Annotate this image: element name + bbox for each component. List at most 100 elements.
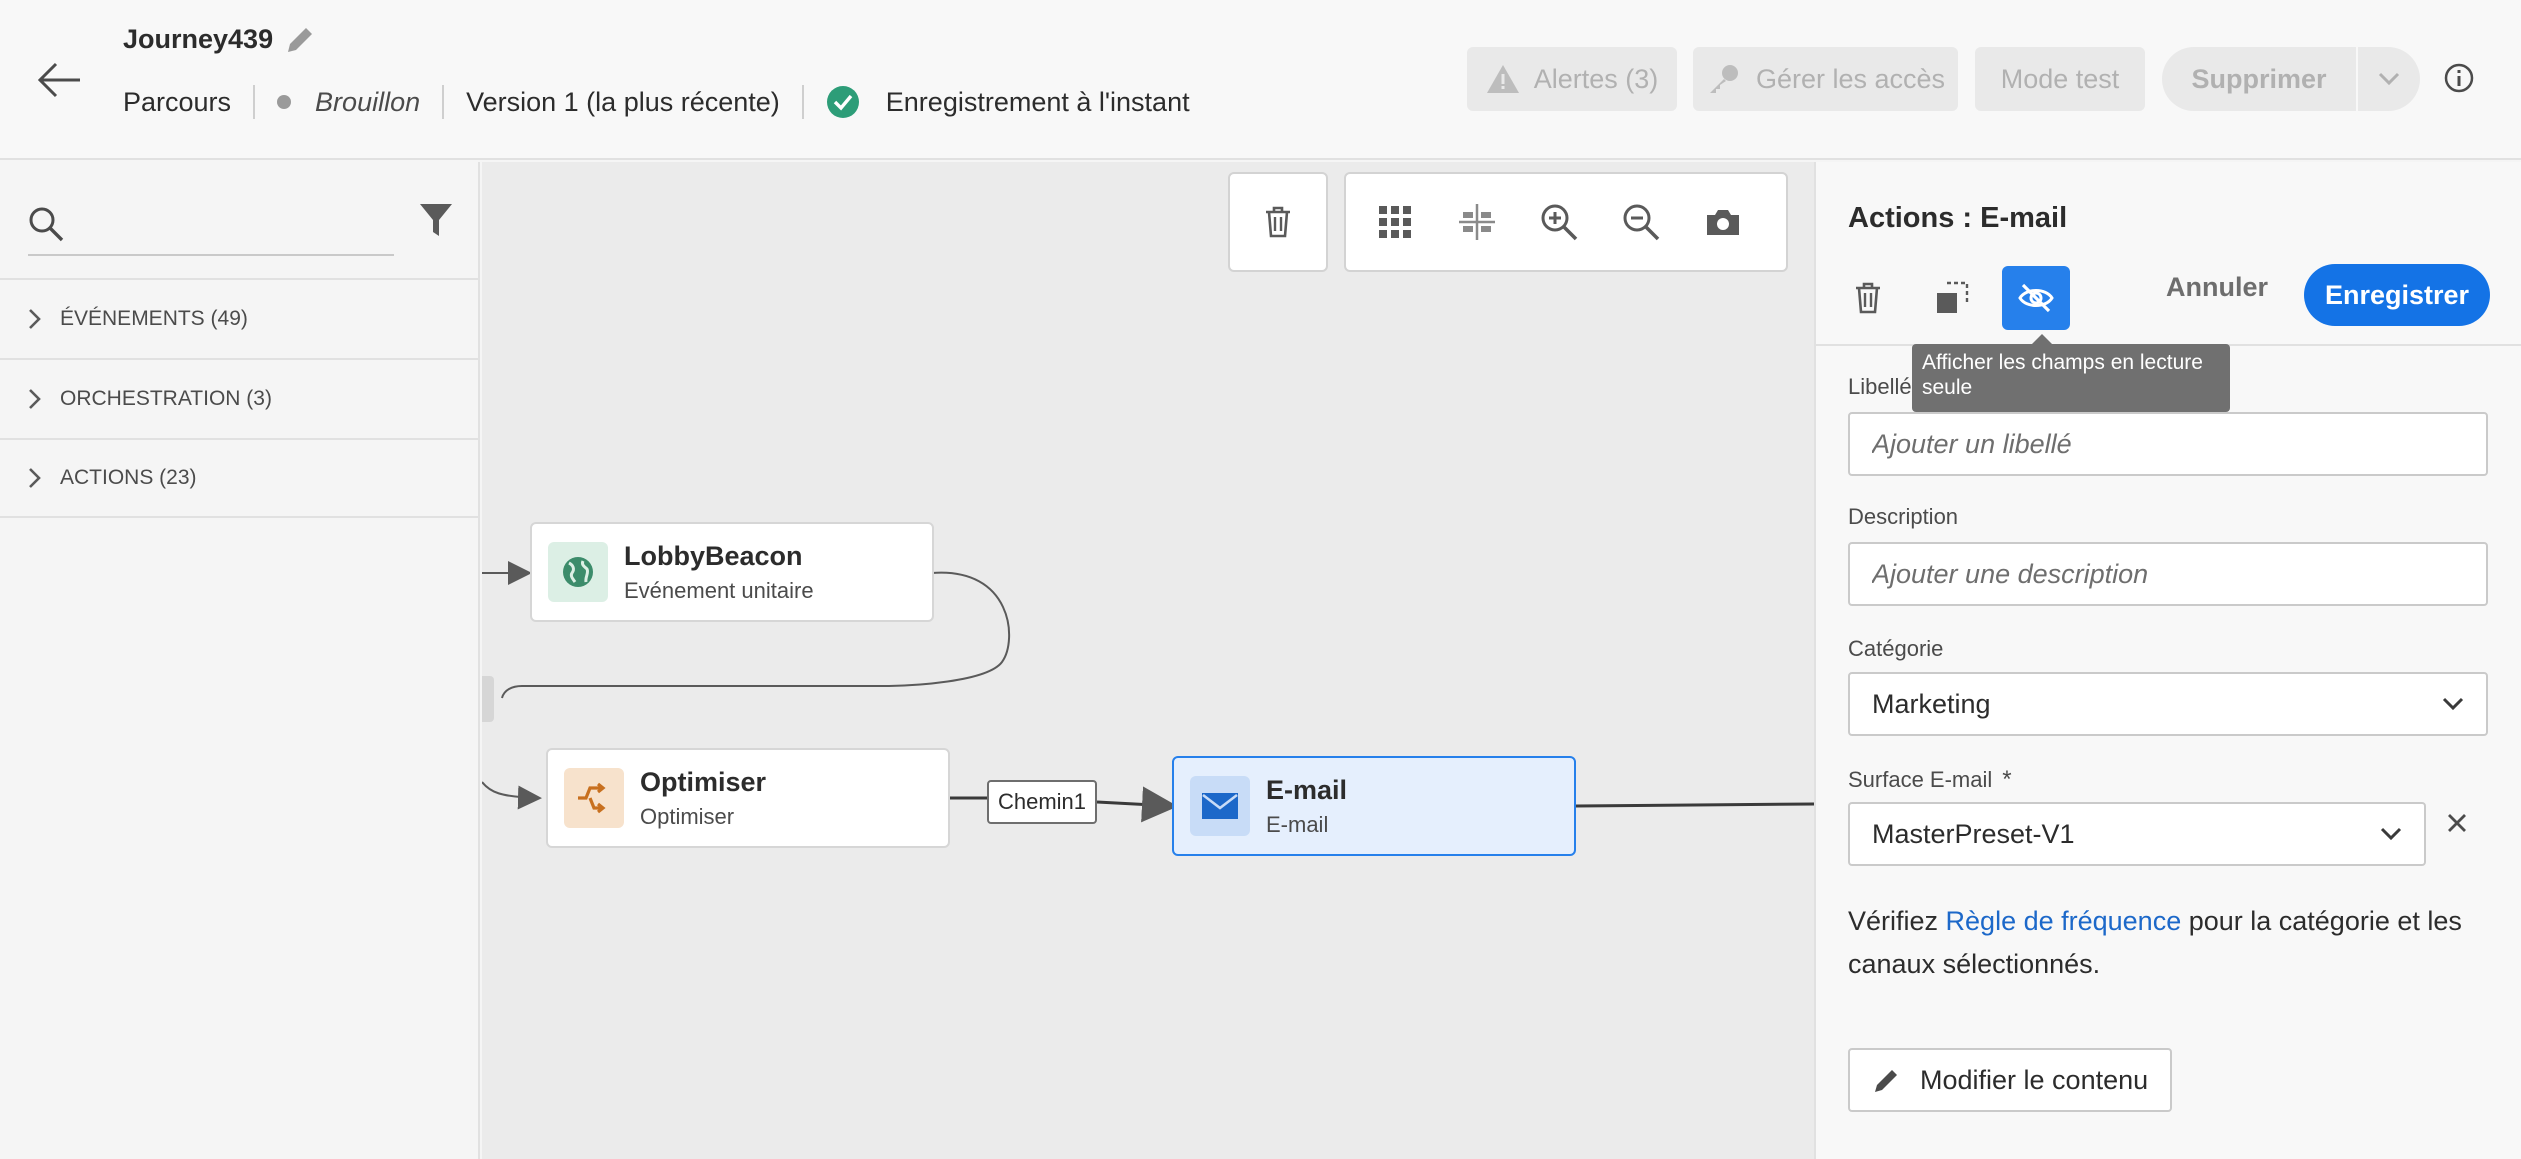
frequency-rule-note: Vérifiez Règle de fréquence pour la caté… bbox=[1848, 900, 2488, 986]
manage-access-label: Gérer les accès bbox=[1755, 63, 1946, 94]
chevron-right-icon bbox=[29, 389, 41, 409]
divider bbox=[801, 85, 804, 119]
info-icon[interactable] bbox=[2443, 62, 2475, 94]
alerts-label: Alertes (3) bbox=[1533, 63, 1659, 94]
node-subtitle: E-mail bbox=[1266, 811, 1329, 837]
delete-node-tool[interactable] bbox=[1237, 174, 1319, 270]
test-mode-label: Mode test bbox=[2000, 63, 2120, 94]
header-bar: Journey439 Parcours Brouillon Version 1 … bbox=[0, 0, 2521, 160]
save-button[interactable]: Enregistrer bbox=[2304, 264, 2490, 326]
note-text: pour la catégorie et les canaux sélectio… bbox=[1848, 906, 2462, 979]
chevron-right-icon bbox=[29, 309, 41, 329]
delete-activity-button[interactable] bbox=[1834, 266, 1902, 330]
category-actions[interactable]: ACTIONS (23) bbox=[0, 438, 478, 518]
key-icon bbox=[1709, 65, 1738, 93]
category-label: ÉVÉNEMENTS (49) bbox=[60, 307, 248, 330]
trash-icon bbox=[1266, 206, 1290, 238]
breadcrumb-journeys-link[interactable]: Parcours bbox=[123, 86, 232, 117]
save-status: Enregistrement à l'instant bbox=[885, 86, 1190, 117]
status-label: Brouillon bbox=[315, 86, 421, 117]
breadcrumb: Parcours Brouillon Version 1 (la plus ré… bbox=[123, 82, 1190, 122]
required-asterisk: * bbox=[2002, 766, 2012, 793]
category-field-label: Catégorie bbox=[1848, 636, 1944, 661]
alert-triangle-icon bbox=[1486, 65, 1519, 93]
status-dot bbox=[277, 95, 292, 109]
zoom-out-tool[interactable] bbox=[1600, 174, 1682, 270]
zoom-in-tool[interactable] bbox=[1518, 174, 1600, 270]
align-tool[interactable] bbox=[1436, 174, 1518, 270]
node-optimizer[interactable]: Optimiser Optimiser bbox=[546, 748, 950, 848]
surface-select-value: MasterPreset-V1 bbox=[1872, 818, 2075, 849]
email-surface-select[interactable]: MasterPreset-V1 bbox=[1848, 802, 2426, 866]
description-field-label: Description bbox=[1848, 504, 1959, 529]
arrange-grid-tool[interactable] bbox=[1354, 174, 1436, 270]
zoom-in-icon bbox=[1541, 204, 1578, 241]
node-lobbybeacon[interactable]: LobbyBeacon Evénement unitaire bbox=[530, 522, 934, 622]
test-mode-button[interactable]: Mode test bbox=[1975, 47, 2145, 111]
show-readonly-fields-toggle[interactable] bbox=[2002, 266, 2070, 330]
node-subtitle: Evénement unitaire bbox=[624, 577, 814, 603]
label-input[interactable] bbox=[1848, 412, 2488, 476]
note-text: Vérifiez bbox=[1848, 906, 1946, 936]
divider bbox=[253, 85, 256, 119]
edit-content-label: Modifier le contenu bbox=[1920, 1064, 2149, 1095]
description-input[interactable] bbox=[1848, 542, 2488, 606]
chevron-down-icon bbox=[2378, 72, 2400, 86]
pencil-icon bbox=[1875, 1070, 1897, 1092]
category-orchestration[interactable]: ORCHESTRATION (3) bbox=[0, 358, 478, 438]
clear-icon[interactable] bbox=[2442, 808, 2472, 838]
align-center-icon bbox=[1459, 204, 1495, 240]
surface-label-text: Surface E-mail bbox=[1848, 767, 1993, 792]
connector-lines bbox=[482, 561, 1814, 823]
node-title: LobbyBeacon bbox=[624, 540, 803, 571]
alerts-button[interactable]: Alertes (3) bbox=[1467, 47, 1677, 111]
search-input[interactable] bbox=[84, 200, 384, 244]
filter-icon[interactable] bbox=[418, 200, 454, 240]
category-label: ACTIONS (23) bbox=[60, 466, 197, 489]
split-icon bbox=[564, 768, 624, 828]
edit-pencil-icon[interactable] bbox=[282, 22, 318, 58]
node-title: E-mail bbox=[1266, 774, 1348, 805]
category-events[interactable]: ÉVÉNEMENTS (49) bbox=[0, 278, 478, 358]
duplicate-icon bbox=[1937, 281, 1969, 313]
eye-hidden-icon bbox=[2018, 283, 2054, 313]
check-circle-icon bbox=[826, 86, 859, 118]
journey-canvas[interactable]: LobbyBeacon Evénement unitaire Optimiser… bbox=[482, 162, 1814, 1159]
globe-icon bbox=[548, 542, 608, 602]
chevron-right-icon bbox=[29, 468, 41, 488]
more-actions-dropdown[interactable] bbox=[2358, 47, 2420, 111]
panel-collapse-handle[interactable] bbox=[482, 676, 494, 722]
screenshot-tool[interactable] bbox=[1682, 174, 1764, 270]
delete-journey-button[interactable]: Supprimer bbox=[2162, 47, 2356, 111]
manage-access-button[interactable]: Gérer les accès bbox=[1693, 47, 1958, 111]
category-label: ORCHESTRATION (3) bbox=[60, 387, 272, 410]
frequency-rule-link[interactable]: Règle de fréquence bbox=[1945, 906, 2182, 936]
cancel-button[interactable]: Annuler bbox=[2166, 272, 2269, 302]
node-email[interactable]: E-mail E-mail bbox=[1172, 756, 1576, 856]
search-icon bbox=[29, 207, 64, 242]
panel-title: Actions : E-mail bbox=[1848, 202, 2068, 234]
trash-icon bbox=[1856, 282, 1880, 314]
node-title: Optimiser bbox=[640, 766, 767, 797]
grid-icon bbox=[1379, 206, 1411, 238]
canvas-view-toolbar bbox=[1344, 172, 1788, 272]
category-select-value: Marketing bbox=[1872, 688, 1991, 719]
journey-title: Journey439 bbox=[123, 24, 274, 54]
back-arrow-icon[interactable] bbox=[36, 60, 82, 100]
chevron-down-icon bbox=[2380, 827, 2402, 841]
edit-content-button[interactable]: Modifier le contenu bbox=[1848, 1048, 2173, 1112]
node-subtitle: Optimiser bbox=[640, 803, 735, 829]
action-properties-panel: Actions : E-mail Annuler Enregistrer Aff… bbox=[1814, 162, 2521, 1159]
delete-label: Supprimer bbox=[2191, 63, 2327, 94]
palette-search bbox=[28, 192, 394, 256]
canvas-delete-toolbar bbox=[1228, 172, 1328, 272]
readonly-tooltip: Afficher les champs en lecture seule bbox=[1912, 334, 2230, 412]
duplicate-activity-button[interactable] bbox=[1918, 266, 1986, 330]
category-select[interactable]: Marketing bbox=[1848, 672, 2488, 736]
camera-icon bbox=[1707, 210, 1739, 235]
chevron-down-icon bbox=[2442, 697, 2464, 711]
version-label: Version 1 (la plus récente) bbox=[466, 86, 780, 117]
path-label[interactable]: Chemin1 bbox=[987, 780, 1097, 824]
surface-field-label: Surface E-mail * bbox=[1848, 766, 2012, 794]
label-field-label: Libellé bbox=[1848, 374, 1912, 399]
